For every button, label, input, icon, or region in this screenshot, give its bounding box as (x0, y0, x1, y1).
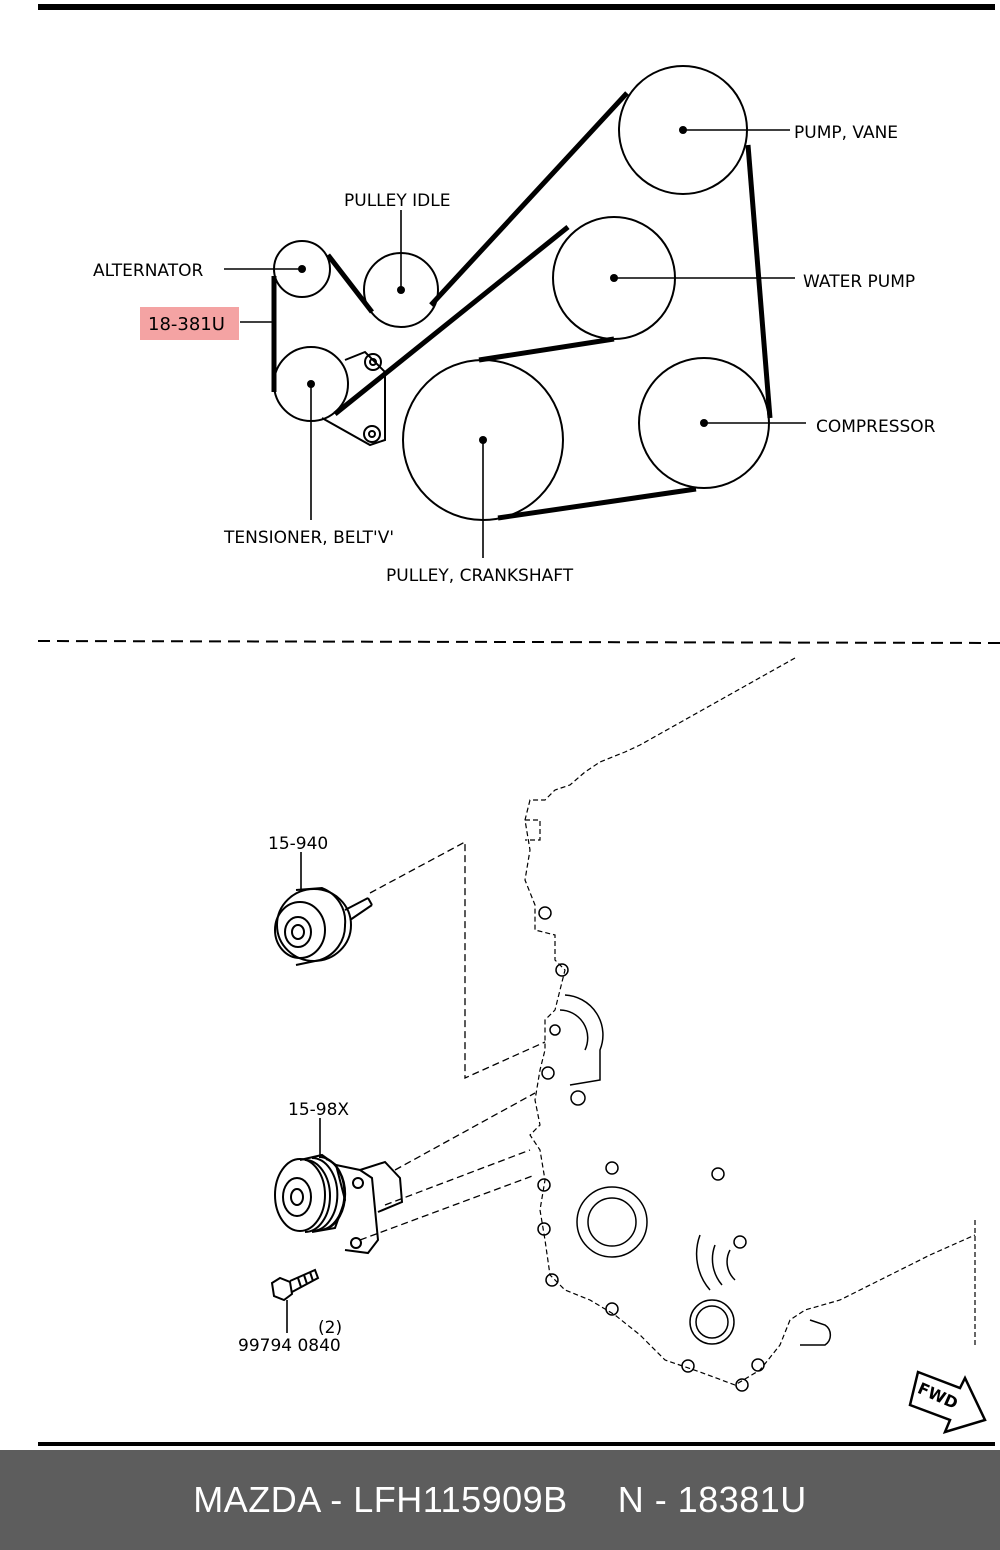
bracket-bolt-upper (364, 353, 382, 371)
belt-segment (497, 486, 697, 521)
bracket-bolt-lower (363, 425, 381, 443)
footer-bar: MAZDA - LFH115909B N - 18381U (0, 1450, 1000, 1550)
label-pulley-idle: PULLEY IDLE (344, 191, 450, 211)
bracket-bolt-upper-inner (369, 358, 377, 366)
engine-front-cover (524, 657, 976, 1386)
label-tensioner: TENSIONER, BELT'V' (223, 528, 394, 548)
footer-brand-part: MAZDA - LFH115909B (193, 1479, 568, 1520)
label-pump-vane: PUMP, VANE (794, 123, 898, 143)
section-divider (37, 640, 1000, 644)
belt-diagram: PUMP, VANE PULLEY IDLE ALTERNATOR WATER … (37, 4, 1000, 1446)
cover-details (537, 906, 832, 1392)
label-bolt-qty: (2) (318, 1318, 342, 1338)
label-crankshaft: PULLEY, CRANKSHAFT (386, 566, 574, 586)
footer-cross-ref: N - 18381U (617, 1479, 807, 1520)
idler-pulley-assembly (274, 886, 373, 966)
label-belt-part-number: 18-381U (148, 314, 225, 335)
label-water-pump: WATER PUMP (803, 272, 915, 292)
label-part-idler: 15-940 (268, 834, 328, 854)
belt-routing (224, 65, 806, 558)
belt-segment (326, 253, 374, 314)
label-part-bolt: 99794 0840 (238, 1336, 341, 1356)
tensioner-bracket (321, 350, 386, 447)
belt-segment (478, 336, 615, 363)
label-part-tensioner: 15-98X (288, 1100, 349, 1120)
assembly-guides (359, 840, 546, 1241)
label-alternator: ALTERNATOR (93, 261, 203, 281)
fwd-arrow-icon: FWD (908, 1370, 987, 1434)
label-compressor: COMPRESSOR (816, 417, 936, 437)
tensioner-assembly (274, 1153, 404, 1255)
belt-segment (429, 91, 629, 307)
belt-segment (745, 144, 773, 419)
leader-lines (224, 129, 806, 558)
belt-segment (333, 225, 570, 416)
bracket-bolt-lower-inner (368, 430, 376, 438)
part-leaders (286, 852, 321, 1333)
bolt-99794-0840 (270, 1268, 320, 1302)
highlight-box (140, 307, 239, 340)
